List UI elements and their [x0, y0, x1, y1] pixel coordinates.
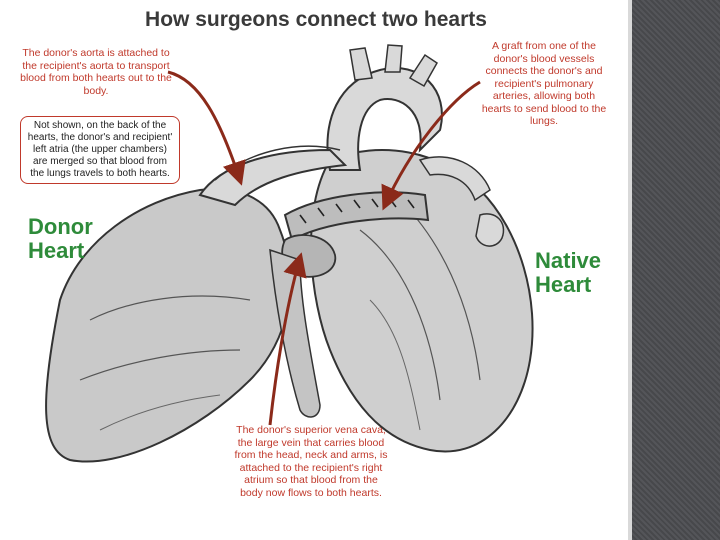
page-title: How surgeons connect two hearts [0, 8, 632, 32]
donor-label-line2: Heart [28, 239, 93, 263]
slide-sidebar [632, 0, 720, 540]
vena-cava-callout: The donor's superior vena cava, the larg… [232, 424, 390, 499]
atria-callout: Not shown, on the back of the hearts, th… [20, 116, 180, 184]
native-heart-label: Native Heart [535, 249, 601, 297]
native-label-line2: Heart [535, 273, 601, 297]
native-label-line1: Native [535, 249, 601, 273]
graft-callout: A graft from one of the donor's blood ve… [478, 40, 610, 128]
donor-heart-label: Donor Heart [28, 215, 93, 263]
donor-label-line1: Donor [28, 215, 93, 239]
aorta-callout: The donor's aorta is attached to the rec… [20, 47, 172, 97]
